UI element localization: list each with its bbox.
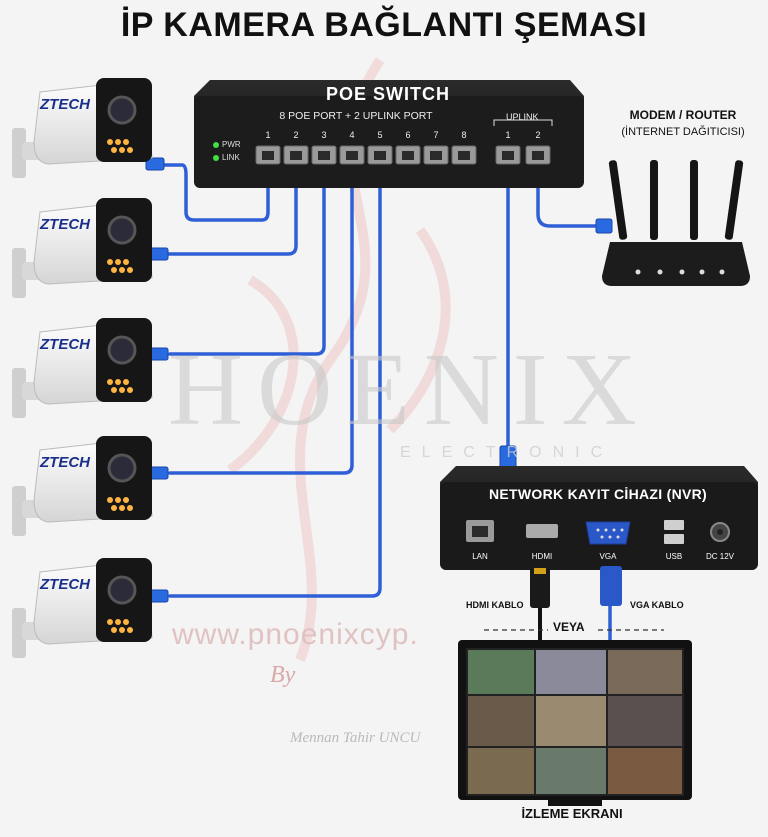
link-label: LINK [222, 153, 240, 162]
watermark-sub: ELECTRONIC [400, 444, 614, 461]
uplink-number: 1 [505, 130, 511, 140]
pwr-led-icon [213, 142, 219, 148]
hdmi-port-icon [526, 524, 558, 538]
camera-brand: ZTECH [40, 216, 90, 233]
camera-feed-grid [468, 650, 682, 794]
vga-cable-label: VGA KABLO [630, 600, 684, 610]
nvr-port-label: VGA [599, 552, 617, 561]
watermark-by: By [270, 662, 296, 688]
port-number: 2 [293, 130, 299, 140]
poe-switch [194, 80, 584, 188]
port-number: 3 [321, 130, 327, 140]
camera-brand: ZTECH [40, 576, 90, 593]
router-device [602, 160, 750, 286]
monitor-label: İZLEME EKRANI [521, 806, 623, 821]
cable-uplink2-router [536, 166, 600, 228]
link-led-icon [213, 155, 219, 161]
cable-camera-4 [168, 166, 354, 475]
port-number: 8 [461, 130, 467, 140]
monitor-device [458, 640, 692, 806]
nvr-port-label: LAN [472, 552, 488, 561]
cable-camera-5 [168, 166, 382, 598]
cable-camera-2 [166, 166, 298, 256]
nvr-title: NETWORK KAYIT CİHAZI (NVR) [488, 486, 708, 502]
nvr-port-label: DC 12V [705, 552, 734, 561]
port-number: 1 [265, 130, 271, 140]
camera-brand: ZTECH [40, 336, 90, 353]
cable-camera-3 [168, 166, 326, 356]
switch-subtitle: 8 POE PORT + 2 UPLINK PORT [279, 110, 433, 122]
nvr-device [440, 466, 758, 570]
camera-4 [12, 436, 153, 536]
usb-port-icon [664, 520, 684, 530]
camera-brand: ZTECH [40, 454, 90, 471]
port-number: 5 [377, 130, 383, 140]
cable-camera-1 [160, 163, 270, 222]
camera-2 [12, 198, 153, 298]
port-number: 4 [349, 130, 355, 140]
port-number: 7 [433, 130, 439, 140]
camera-1 [12, 78, 153, 178]
or-label: VEYA [553, 620, 585, 634]
router-label: MODEM / ROUTER [629, 108, 737, 122]
nvr-port-label: HDMI [531, 552, 553, 561]
watermark-url: www.pnoenixcyp. [172, 618, 419, 651]
router-sublabel: (İNTERNET DAĞITICISI) [621, 126, 745, 138]
hdmi-cable-label: HDMI KABLO [466, 600, 524, 610]
uplink-number: 2 [535, 130, 541, 140]
camera-group [12, 78, 153, 658]
camera-brand: ZTECH [40, 96, 90, 113]
pwr-label: PWR [222, 140, 241, 149]
hdmi-plug-icon [530, 566, 550, 608]
page-title: İP KAMERA BAĞLANTI ŞEMASI [120, 6, 648, 44]
nvr-port-label: USB [665, 552, 683, 561]
watermark-author: Mennan Tahir UNCU [290, 730, 421, 746]
port-number: 6 [405, 130, 411, 140]
watermark-brand: HOENIX [168, 332, 651, 447]
vga-plug-icon [600, 566, 622, 606]
vga-port-icon [585, 521, 631, 545]
uplink-label: UPLINK [506, 112, 539, 122]
camera-3 [12, 318, 153, 418]
switch-name: POE SWITCH [325, 84, 450, 104]
camera-5 [12, 558, 153, 658]
